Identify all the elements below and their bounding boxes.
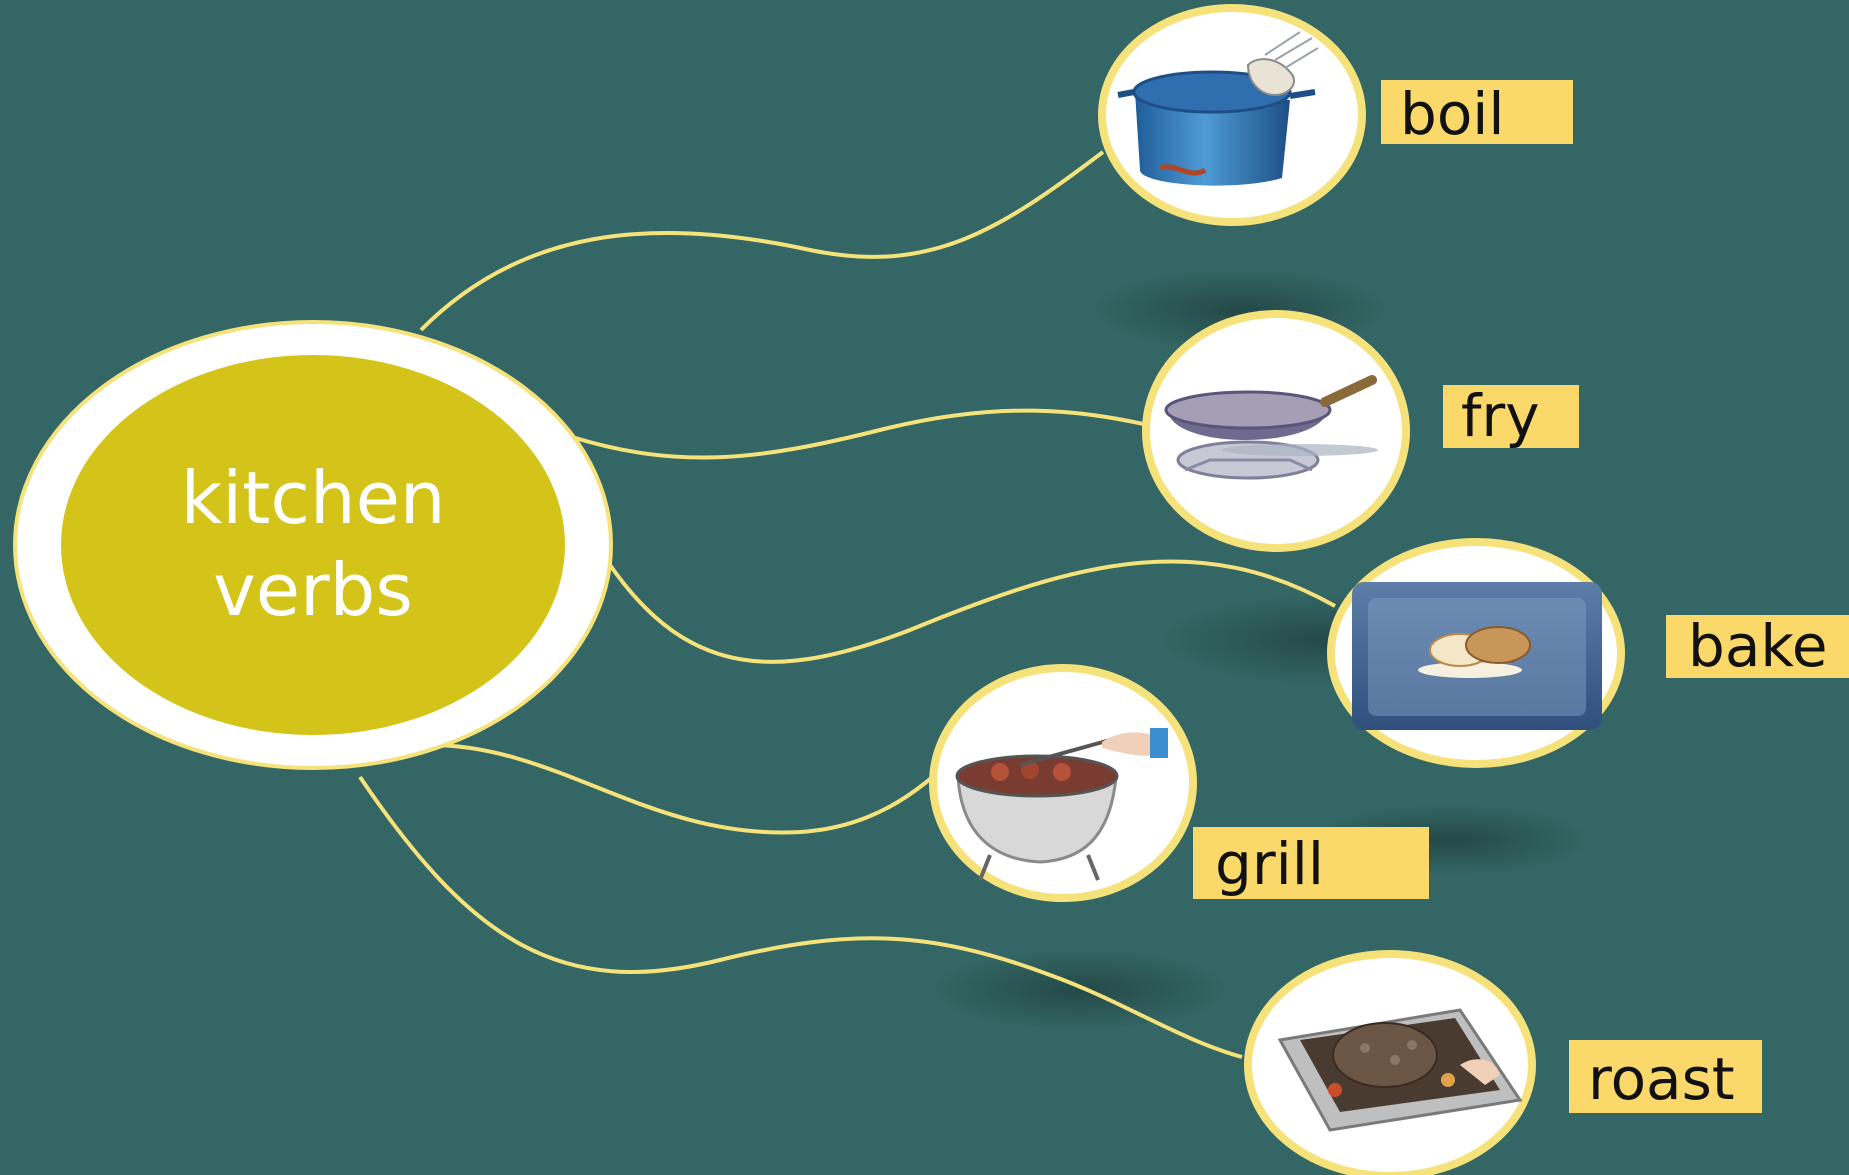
label-grill[interactable]: grill bbox=[1193, 827, 1429, 899]
label-bake-text: bake bbox=[1688, 612, 1828, 680]
connector-roast bbox=[358, 775, 1243, 1059]
branch-node-grill[interactable] bbox=[929, 664, 1197, 902]
connectors bbox=[358, 150, 1336, 1059]
label-grill-text: grill bbox=[1215, 830, 1324, 898]
branch-node-boil[interactable] bbox=[1098, 4, 1366, 226]
label-roast-text: roast bbox=[1588, 1045, 1735, 1113]
oven-bread-icon bbox=[1352, 582, 1602, 730]
center-title-line1: kitchen bbox=[180, 456, 445, 540]
label-boil[interactable]: boil bbox=[1381, 80, 1573, 148]
boiling-pot-icon bbox=[1117, 31, 1319, 186]
frying-pan-icon bbox=[1164, 375, 1378, 480]
center-node[interactable]: kitchen verbs bbox=[13, 320, 613, 770]
label-bake[interactable]: bake bbox=[1666, 612, 1849, 680]
branch-node-fry[interactable] bbox=[1142, 310, 1410, 552]
label-fry[interactable]: fry bbox=[1443, 382, 1579, 450]
label-roast[interactable]: roast bbox=[1569, 1040, 1762, 1113]
connector-bake bbox=[608, 559, 1336, 664]
label-boil-text: boil bbox=[1400, 80, 1505, 148]
connector-fry bbox=[571, 408, 1149, 460]
grill-tongs-icon bbox=[955, 728, 1168, 881]
roast-meat-icon bbox=[1277, 1008, 1523, 1132]
center-title-line2: verbs bbox=[213, 548, 413, 632]
label-fry-text: fry bbox=[1461, 382, 1540, 450]
branch-node-bake[interactable] bbox=[1327, 538, 1625, 768]
connector-boil bbox=[419, 150, 1105, 332]
branch-node-roast[interactable] bbox=[1244, 950, 1536, 1175]
